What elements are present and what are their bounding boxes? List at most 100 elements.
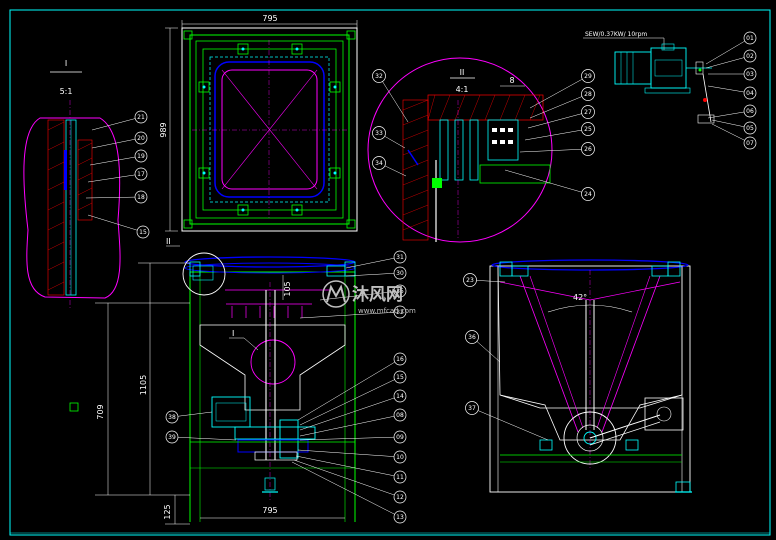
balloon-circle [393, 450, 407, 464]
balloon-number: 16 [396, 356, 404, 363]
balloon-number: 37 [468, 405, 476, 412]
front-balloon-09: 09 [299, 430, 407, 444]
front-balloon-12: 12 [293, 459, 407, 504]
leader-line [384, 165, 407, 177]
side-view: 42° [489, 259, 692, 493]
balloon-number: 15 [396, 374, 404, 381]
balloon-number: 39 [168, 434, 176, 441]
dim-top-width: 795 [262, 14, 277, 23]
balloon-number: 32 [375, 73, 383, 80]
detail-i-balloon-17: 17 [87, 167, 148, 183]
leader-line [299, 436, 395, 441]
front-view: II I 1105 709 125 795 105 [69, 237, 356, 525]
front-balloon-15: 15 [299, 370, 407, 426]
leader-line [319, 291, 395, 301]
leader-line [476, 280, 506, 283]
balloon-number: 21 [137, 114, 145, 121]
leader-line [711, 119, 745, 128]
balloon-number: 26 [584, 146, 592, 153]
front-balloon-35: 35 [319, 284, 407, 301]
detail-ii-balloon-27: 27 [527, 105, 595, 129]
balloon-circle [581, 122, 595, 136]
balloon-circle [393, 470, 407, 484]
leader-line [529, 96, 583, 119]
detail-i-scale: 5:1 [60, 87, 73, 96]
balloon-circle [393, 352, 407, 366]
balloon-number: 05 [746, 125, 754, 132]
balloon-circle [136, 225, 150, 239]
front-balloon-16: 16 [297, 352, 407, 421]
balloon-circle [743, 67, 757, 81]
dim-height-base: 125 [163, 504, 172, 519]
balloon-circle [743, 136, 757, 150]
leader-line [477, 410, 549, 441]
balloon-circle [393, 266, 407, 280]
detail-i-balloon-19: 19 [89, 149, 148, 166]
balloon-circle [743, 31, 757, 45]
balloon-number: 30 [396, 270, 404, 277]
balloon-circle [393, 250, 407, 264]
balloon-circle [743, 86, 757, 100]
detail-i-balloon-15: 15 [87, 214, 150, 239]
leader-line [85, 196, 136, 199]
leader-line [297, 361, 395, 421]
balloon-number: 22 [396, 309, 404, 316]
balloon-circle [581, 105, 595, 119]
balloon-number: 04 [746, 90, 754, 97]
motor-balloon-02: 02 [705, 49, 757, 69]
angle-label: 42° [573, 293, 587, 302]
leader-line [707, 85, 745, 93]
detail-ii-balloon-26: 26 [519, 142, 595, 156]
detail-ii-balloon-24: 24 [504, 169, 595, 201]
leader-line [476, 341, 501, 363]
detail-ii-balloon-28: 28 [529, 87, 595, 119]
drawing-frame [9, 9, 771, 536]
front-balloon-08: 08 [299, 408, 407, 437]
balloon-circle [393, 370, 407, 384]
balloon-circle [393, 284, 407, 298]
dim-height-total: 1105 [139, 375, 148, 395]
detail-ii-scale: 4:1 [456, 85, 469, 94]
leader-line [177, 411, 213, 417]
motor-balloon-01: 01 [705, 31, 757, 65]
detail-ii-balloon-32: 32 [372, 69, 409, 123]
detail-i-balloon-18: 18 [85, 190, 148, 204]
leader-line [382, 81, 409, 123]
balloon-number: 14 [396, 393, 404, 400]
balloon-number: 09 [396, 434, 404, 441]
balloon-number: 02 [746, 53, 754, 60]
balloon-number: 29 [584, 73, 592, 80]
balloon-circle [743, 104, 757, 118]
leader-line [711, 123, 745, 141]
balloon-number: 11 [396, 474, 404, 481]
leader-line [91, 118, 136, 131]
balloon-number: 12 [396, 494, 404, 501]
balloon-circle [393, 305, 407, 319]
detail-ii-balloon-29: 29 [529, 69, 595, 109]
balloon-circle [393, 430, 407, 444]
leader-line [299, 312, 395, 319]
leader-line [299, 397, 395, 431]
detail-i-balloon-20: 20 [91, 131, 148, 149]
motor-label: SEW/0.37KW/ 10rpm [585, 31, 647, 38]
front-balloon-39: 39 [165, 430, 237, 444]
motor-balloon-07: 07 [711, 123, 757, 150]
top-view: 795 989 [159, 14, 358, 232]
motor-balloon-04: 04 [707, 85, 757, 100]
watermark-logo-icon [322, 280, 350, 308]
balloon-number: 35 [396, 288, 404, 295]
detail-ii-balloon-34: 34 [372, 156, 407, 177]
balloon-number: 13 [396, 514, 404, 521]
leader-line [291, 461, 395, 515]
balloon-circle [581, 142, 595, 156]
leader-line [705, 57, 745, 69]
watermark: 沐风网 www.mfcad.com [322, 280, 416, 315]
balloon-number: 23 [466, 277, 474, 284]
balloon-number: 18 [137, 194, 145, 201]
leader-line [519, 149, 582, 153]
balloon-number: 08 [396, 412, 404, 419]
